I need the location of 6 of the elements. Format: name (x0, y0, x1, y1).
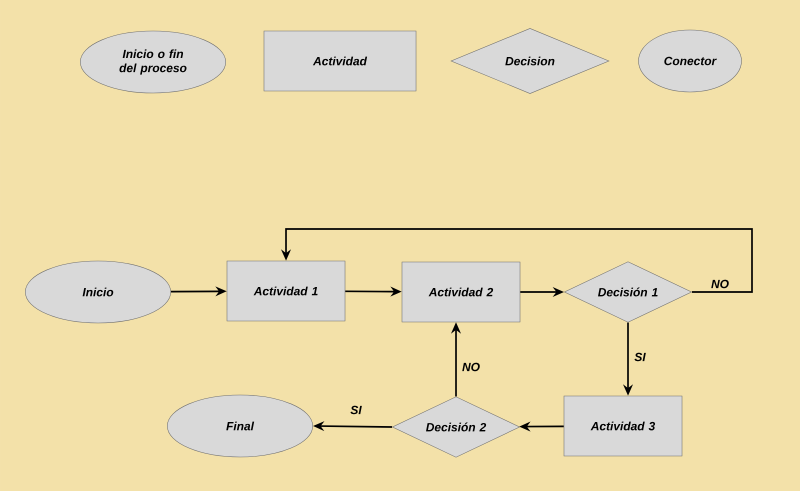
process-box: Actividad 3 (564, 396, 682, 456)
process-box: Actividad 2 (402, 262, 520, 322)
process-box: Actividad 1 (226, 260, 346, 322)
process-box: Actividad (264, 30, 416, 92)
edge-label: NO (460, 361, 482, 373)
edge-label: NO (710, 278, 730, 290)
